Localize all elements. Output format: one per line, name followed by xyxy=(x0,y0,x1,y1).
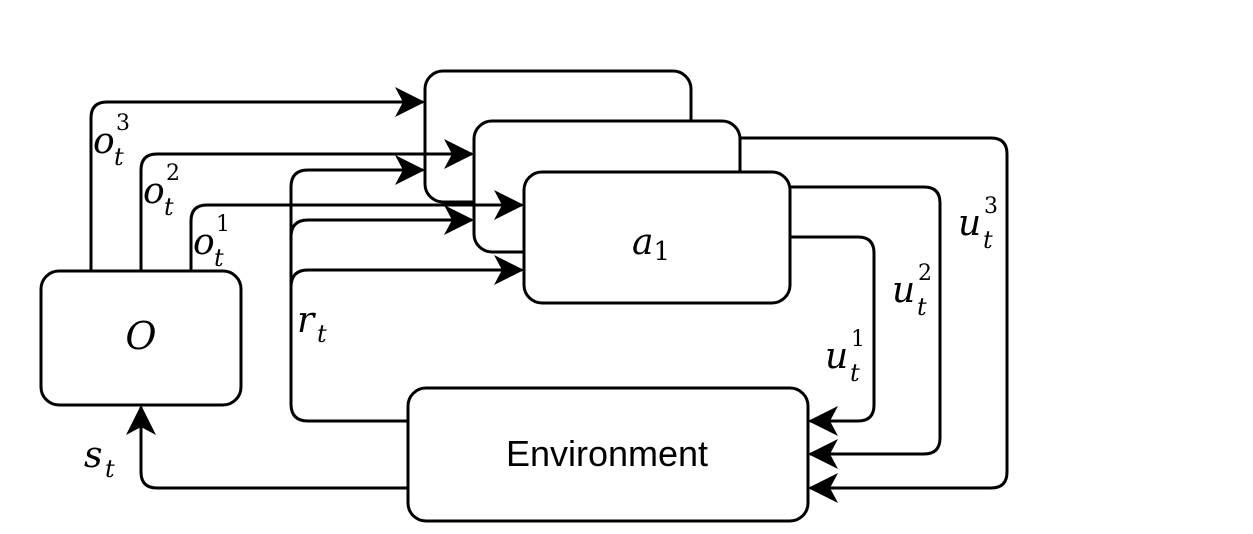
svg-text:t: t xyxy=(105,455,115,483)
svg-text:t: t xyxy=(917,293,927,321)
environment-label: Environment xyxy=(506,433,708,474)
svg-text:t: t xyxy=(214,244,224,272)
svg-text:u: u xyxy=(958,203,981,244)
observer-label: O xyxy=(125,314,156,358)
label-u3: u 3 t xyxy=(958,194,998,254)
edge-r-branch-2 xyxy=(289,205,474,287)
svg-text:o: o xyxy=(143,171,165,212)
edge-r-branch-3 xyxy=(289,155,425,237)
label-u1: u 1 t xyxy=(825,327,865,387)
edge-u1 xyxy=(790,235,876,436)
label-u2: u 2 t xyxy=(892,261,932,321)
svg-text:t: t xyxy=(317,320,327,348)
svg-text:2: 2 xyxy=(918,261,932,286)
svg-text:2: 2 xyxy=(166,161,180,186)
label-o2: o 2 t xyxy=(143,161,180,221)
edge-o2 xyxy=(139,139,474,271)
svg-text:t: t xyxy=(850,359,860,387)
svg-text:u: u xyxy=(825,336,848,377)
svg-text:o: o xyxy=(93,121,115,162)
svg-text:t: t xyxy=(164,193,174,221)
label-r: r t xyxy=(297,300,327,348)
svg-text:o: o xyxy=(193,222,215,263)
label-o1: o 1 t xyxy=(193,212,230,272)
edge-u2 xyxy=(790,185,942,469)
edge-o1 xyxy=(189,190,524,271)
svg-text:1: 1 xyxy=(851,327,865,352)
agent-label: a1 xyxy=(632,222,670,267)
edge-r-main xyxy=(289,255,524,423)
svg-text:u: u xyxy=(892,270,915,311)
svg-text:1: 1 xyxy=(216,212,230,237)
edge-u3 xyxy=(740,136,1009,503)
edge-o3 xyxy=(89,87,425,271)
svg-text:3: 3 xyxy=(984,194,998,219)
edge-s xyxy=(126,405,408,490)
svg-text:3: 3 xyxy=(116,111,130,136)
label-s: s t xyxy=(84,435,115,483)
svg-text:t: t xyxy=(114,143,124,171)
svg-text:r: r xyxy=(297,300,316,341)
svg-text:t: t xyxy=(983,226,993,254)
label-o3: o 3 t xyxy=(93,111,130,171)
svg-text:s: s xyxy=(84,435,102,476)
